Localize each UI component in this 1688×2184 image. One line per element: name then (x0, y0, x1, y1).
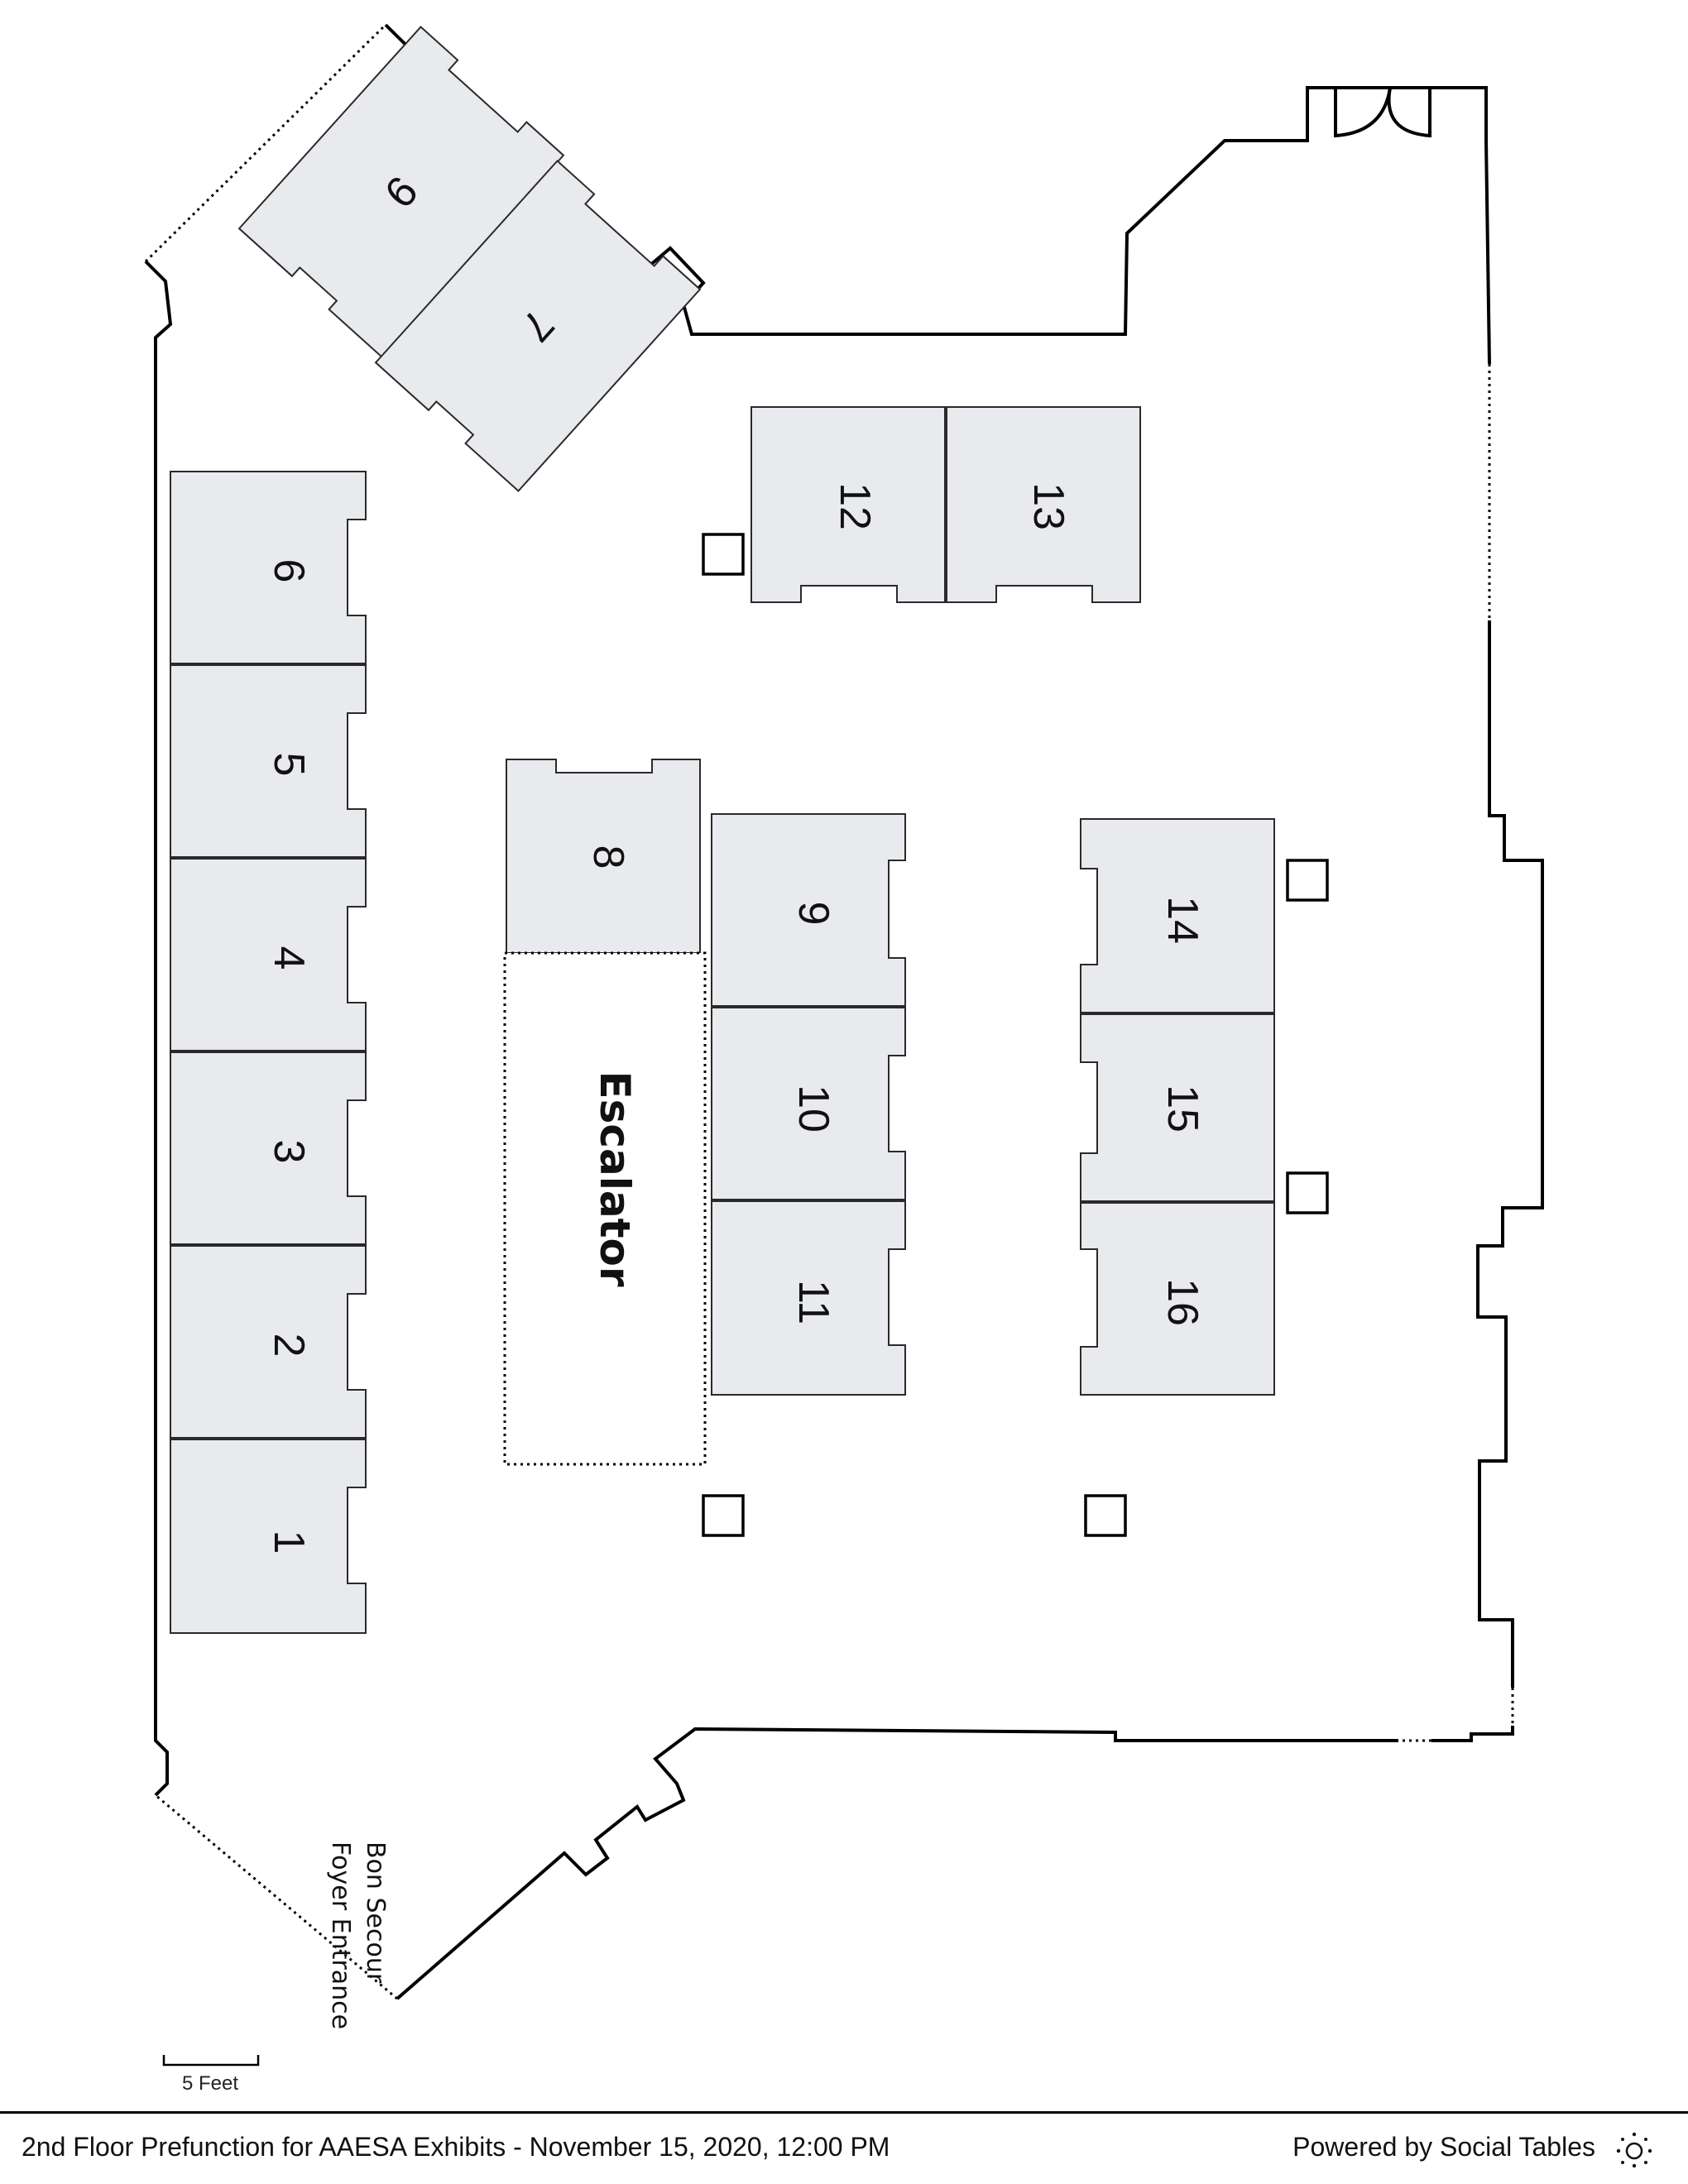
booth-9-angled[interactable]: 9 (237, 26, 565, 358)
floor-plan: 9 7 6 5 4 3 2 1 12 (144, 23, 1544, 2093)
booth-label: 9 (789, 902, 837, 926)
booth-9[interactable]: 9 (711, 813, 906, 1007)
room-walls (144, 23, 1544, 2000)
booth-8[interactable]: 8 (506, 759, 701, 954)
building-columns (702, 533, 1329, 1537)
booth-label: 13 (1024, 482, 1072, 530)
booth-5[interactable]: 5 (170, 664, 367, 858)
booth-15[interactable]: 15 (1080, 1013, 1275, 1202)
escalator-label: Escalator (591, 1070, 639, 1286)
wall-south (1431, 1726, 1514, 1742)
booth-3[interactable]: 3 (170, 1051, 367, 1245)
wall-east (1476, 620, 1544, 1688)
booth-label: 3 (265, 1140, 313, 1164)
booth-11[interactable]: 11 (711, 1200, 906, 1396)
wall-south-west (396, 1727, 1398, 2000)
scale-label: 5 Feet (182, 2072, 238, 2093)
booth-10[interactable]: 10 (711, 1007, 906, 1200)
booth-label: 11 (789, 1280, 837, 1324)
door-right-arc (1387, 87, 1431, 138)
booth-label: 1 (265, 1530, 313, 1554)
column (1286, 1171, 1329, 1214)
booth-label: 16 (1158, 1278, 1206, 1326)
booth-label: 8 (584, 845, 632, 869)
social-tables-logo-icon (1616, 2132, 1652, 2168)
booth-16[interactable]: 16 (1080, 1202, 1275, 1396)
powered-by-link[interactable]: Powered by Social Tables (1292, 2132, 1595, 2162)
booth-label: 6 (265, 559, 313, 583)
booth-label: 4 (265, 946, 313, 970)
entrance-label-line1: Bon Secour (361, 1842, 390, 1984)
wall-west (144, 260, 173, 1797)
booth-label: 2 (265, 1334, 313, 1358)
column (702, 1494, 745, 1537)
booth-7[interactable]: 7 (374, 160, 702, 492)
booth-14[interactable]: 14 (1080, 818, 1275, 1013)
event-title: 2nd Floor Prefunction for AAESA Exhibits… (22, 2132, 890, 2162)
escalator: Escalator (503, 951, 707, 1466)
column (702, 533, 745, 576)
booth-6[interactable]: 6 (170, 471, 367, 664)
booth-label: 15 (1158, 1085, 1206, 1133)
booth-label: 5 (265, 753, 313, 777)
footer-bar: 2nd Floor Prefunction for AAESA Exhibits… (0, 2111, 1688, 2184)
booth-label: 12 (831, 482, 879, 530)
entrance-label-group: Bon Secour Foyer Entrance (326, 1842, 390, 2029)
west-booth-column: 6 5 4 3 2 1 (170, 471, 367, 1634)
booth-label: 10 (789, 1085, 837, 1133)
booth-4[interactable]: 4 (170, 858, 367, 1051)
column (1286, 859, 1329, 902)
entrance-label-line2: Foyer Entrance (326, 1842, 355, 2029)
door-left-arc (1334, 87, 1392, 138)
booth-1[interactable]: 1 (170, 1439, 367, 1634)
booth-12[interactable]: 12 (750, 406, 946, 603)
booth-13[interactable]: 13 (946, 406, 1141, 603)
wall-north-west (384, 23, 1491, 365)
booth-2[interactable]: 2 (170, 1245, 367, 1439)
column (1084, 1494, 1127, 1537)
booth-label: 14 (1158, 896, 1206, 944)
scale-bar: 5 Feet (162, 2055, 260, 2093)
